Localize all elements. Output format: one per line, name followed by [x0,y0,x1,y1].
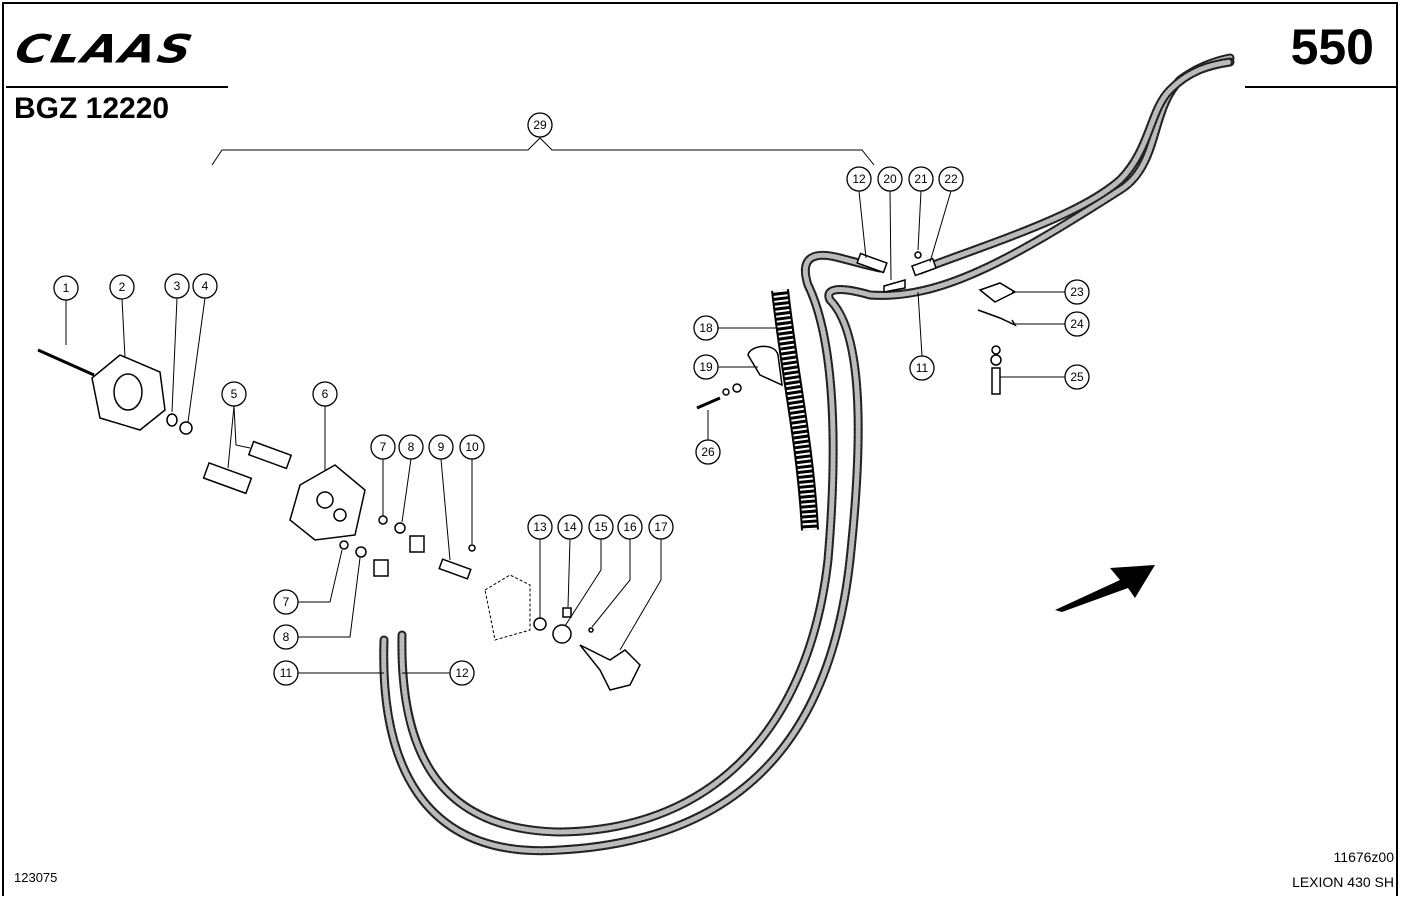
svg-text:2: 2 [119,280,126,294]
svg-text:18: 18 [699,321,713,335]
page-number: 550 [1290,19,1374,75]
callout[interactable]: 29 [527,112,553,138]
svg-text:3: 3 [174,279,181,293]
svg-text:26: 26 [701,445,715,459]
svg-text:22: 22 [944,172,958,186]
svg-text:4: 4 [202,279,209,293]
callout[interactable]: 26 [695,439,721,465]
callout[interactable]: 12 [449,660,475,686]
callout[interactable]: 20 [877,166,903,192]
svg-text:24: 24 [1070,317,1084,331]
callout[interactable]: 13 [527,514,553,540]
svg-text:14: 14 [563,520,577,534]
parts [37,251,1155,691]
callout[interactable]: 11 [909,355,935,381]
svg-text:5: 5 [231,387,238,401]
svg-text:10: 10 [465,440,479,454]
svg-text:29: 29 [533,118,547,132]
callout[interactable]: 9 [428,434,454,460]
svg-text:16: 16 [623,520,637,534]
svg-text:7: 7 [283,595,290,609]
divider [6,86,228,88]
callout[interactable]: 12 [846,166,872,192]
callout[interactable]: 25 [1064,364,1090,390]
leader-lines [65,190,1065,674]
svg-text:8: 8 [408,440,415,454]
svg-text:17: 17 [654,520,668,534]
svg-text:23: 23 [1070,285,1084,299]
callout[interactable]: 1 [53,275,79,301]
callout[interactable]: 10 [459,434,485,460]
hose-12 [397,57,1235,837]
callout[interactable]: 4 [192,273,218,299]
callout[interactable]: 18 [693,315,719,341]
callout[interactable]: 15 [588,514,614,540]
svg-text:11: 11 [280,666,293,680]
svg-text:12: 12 [455,666,469,680]
callout[interactable]: 5 [221,381,247,407]
callout[interactable]: 11 [273,660,299,686]
svg-text:8: 8 [283,630,290,644]
svg-text:25: 25 [1070,370,1084,384]
drawing-number: 11676z00 [1333,849,1394,865]
callout[interactable]: 16 [617,514,643,540]
svg-text:12: 12 [852,172,866,186]
hose-11 [379,53,1235,856]
callout[interactable]: 3 [164,273,190,299]
svg-text:21: 21 [914,172,928,186]
doc-code: 123075 [14,870,58,885]
svg-text:11: 11 [916,361,929,375]
svg-text:7: 7 [380,440,387,454]
model-name: LEXION 430 SH [1292,874,1394,890]
svg-text:19: 19 [699,360,713,374]
svg-text:20: 20 [883,172,897,186]
svg-text:9: 9 [438,440,445,454]
assembly-bracket [211,137,875,166]
callout[interactable]: 7 [370,434,396,460]
callout[interactable]: 8 [273,624,299,650]
callout[interactable]: 24 [1064,311,1090,337]
callout[interactable]: 23 [1064,279,1090,305]
divider [1245,86,1398,88]
callout[interactable]: 6 [312,381,338,407]
callout[interactable]: 22 [938,166,964,192]
group-number: BGZ 12220 [14,92,170,125]
svg-text:1: 1 [63,281,70,295]
callout[interactable]: 2 [109,274,135,300]
callout[interactable]: 14 [557,514,583,540]
callout[interactable]: 17 [648,514,674,540]
callouts: 1 2 3 4 5 6 7 8 9 10 7 8 11 12 13 14 15 … [53,112,1090,686]
callout[interactable]: 7 [273,589,299,615]
svg-text:13: 13 [533,520,547,534]
svg-text:15: 15 [594,520,608,534]
svg-text:6: 6 [322,387,329,401]
callout[interactable]: 8 [398,434,424,460]
callout[interactable]: 21 [908,166,934,192]
callout[interactable]: 19 [693,354,719,380]
